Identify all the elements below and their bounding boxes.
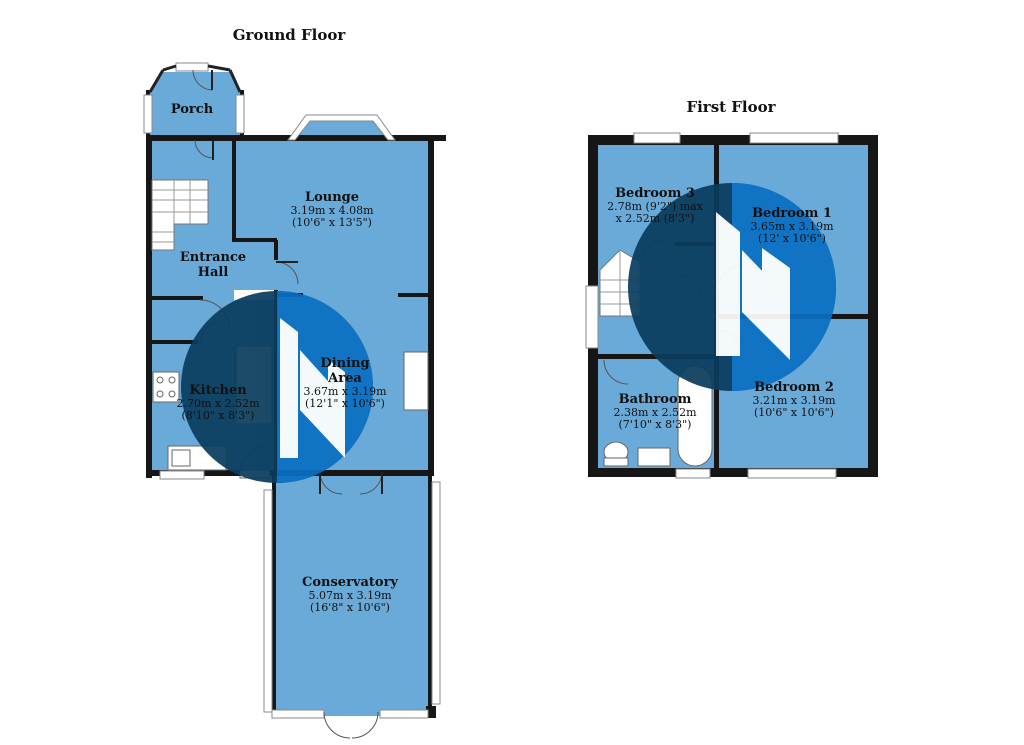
lounge-bay-window <box>287 114 396 141</box>
fireplace <box>403 351 429 411</box>
bathroom-fittings <box>603 365 713 467</box>
lounge-area <box>234 140 428 290</box>
conservatory-glazing-left <box>263 489 273 713</box>
watermark-logo-first <box>628 183 836 391</box>
dining-dim-imperial: (12'1" x 10'6") <box>305 397 385 410</box>
porch-inner-door-swing <box>194 139 214 159</box>
bedroom1-dim-imperial: (12' x 10'6") <box>758 232 826 245</box>
bedroom1-dim-metric: 3.65m x 3.19m <box>750 220 834 233</box>
kitchen-dim-metric: 2.70m x 2.52m <box>176 397 260 410</box>
kitchen-label: Kitchen <box>189 383 247 398</box>
bedroom1-window <box>749 132 839 144</box>
lounge-dim-imperial: (10'6" x 13'5") <box>292 216 372 229</box>
bedroom1-label: Bedroom 1 <box>752 206 832 221</box>
lounge-bay <box>290 118 393 140</box>
bedroom2-window <box>747 468 837 479</box>
conservatory-dim-imperial: (16'8" x 10'6") <box>310 601 390 614</box>
bedroom2-label: Bedroom 2 <box>754 380 834 395</box>
conservatory-glazing-bottom-right <box>379 709 429 719</box>
porch-window-right <box>235 94 245 134</box>
bedroom3-window <box>633 132 681 144</box>
conservatory-dim-metric: 5.07m x 3.19m <box>308 589 392 602</box>
kitchen-dim-imperial: (8'10" x 8'3") <box>182 409 255 422</box>
porch-window-top <box>175 62 209 72</box>
conservatory-door-swing <box>323 711 379 739</box>
watermark-logo-ground <box>181 291 373 483</box>
bedroom2-dim-metric: 3.21m x 3.19m <box>752 394 836 407</box>
first-floor-title: First Floor <box>686 98 776 116</box>
bedroom3-dim-2: x 2.52m (8'3") <box>616 212 695 225</box>
lounge-label: Lounge <box>305 190 359 205</box>
landing-window <box>585 285 599 349</box>
ground-floor-title: Ground Floor <box>233 26 347 44</box>
porch-area <box>148 72 242 135</box>
conservatory-glazing-right <box>431 481 441 705</box>
lounge-dim-metric: 3.19m x 4.08m <box>290 204 374 217</box>
conservatory-area <box>272 472 432 716</box>
bedroom3-label: Bedroom 3 <box>615 186 695 201</box>
conservatory-glazing-bottom-left <box>271 709 325 719</box>
bathroom-dim-metric: 2.38m x 2.52m <box>613 406 697 419</box>
dining-dim-metric: 3.67m x 3.19m <box>303 385 387 398</box>
kitchen-window <box>159 470 205 480</box>
entrance-hall-label-1: Entrance <box>180 250 246 265</box>
porch-door-swing <box>192 69 213 91</box>
porch-label: Porch <box>171 102 214 117</box>
bathroom-window <box>675 468 711 479</box>
ground-floor-stairs <box>151 179 209 251</box>
entrance-hall-label-2: Hall <box>198 265 229 280</box>
bathroom-dim-imperial: (7'10" x 8'3") <box>619 418 692 431</box>
bathroom-label: Bathroom <box>619 392 692 407</box>
bathroom-door-swing <box>603 359 629 385</box>
bedroom3-dim-1: 2.78m (9'2") max <box>607 200 704 213</box>
dining-label-2: Area <box>327 371 362 386</box>
porch-window-left <box>143 94 153 134</box>
conservatory-label: Conservatory <box>302 575 398 590</box>
bedroom2-dim-imperial: (10'6" x 10'6") <box>754 406 834 419</box>
dining-label-1: Dining <box>320 356 369 371</box>
